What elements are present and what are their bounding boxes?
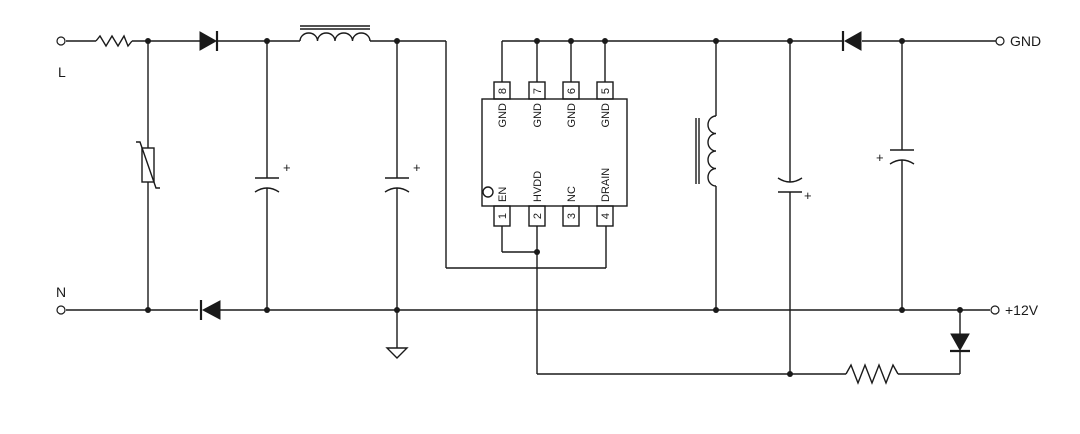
pin-6-number: 6 [566, 88, 578, 94]
label-N: N [56, 284, 66, 300]
pin-2-number: 2 [532, 213, 544, 219]
cap4-plus: + [876, 150, 884, 165]
pin-5-number: 5 [600, 88, 612, 94]
pin-5-name: GND [600, 103, 612, 128]
terminal-GND [995, 36, 1005, 46]
ground-symbol [385, 310, 409, 359]
zener-diode [950, 333, 970, 353]
pin-8-number: 8 [497, 88, 509, 94]
label-12V: +12V [1005, 302, 1039, 318]
terminal-L [56, 36, 66, 46]
filter-inductor [299, 25, 371, 42]
terminal-N [56, 305, 66, 315]
ic-chip [481, 98, 628, 207]
input-capacitor-2 [384, 41, 410, 310]
pin-4-name: DRAIN [600, 168, 612, 202]
ic-top-pins [493, 41, 614, 100]
pin-8-name: GND [497, 103, 509, 128]
feedback-resistor [845, 363, 899, 385]
cap1-plus: + [283, 160, 291, 175]
pin-2-name: HVDD [532, 171, 544, 202]
varistor [136, 41, 160, 310]
output-diode [841, 31, 862, 51]
feedback-wire [537, 310, 961, 375]
output-inductor [695, 41, 717, 310]
pin-1-name: EN [497, 187, 509, 202]
top-wire-left [66, 40, 607, 269]
cap2-plus: + [413, 160, 421, 175]
label-L: L [58, 64, 66, 80]
input-capacitor-1 [254, 41, 280, 310]
cap3-plus: + [804, 188, 812, 203]
ic-bottom-pins [493, 205, 614, 374]
pin-7-name: GND [532, 103, 544, 128]
junction-dots [145, 38, 963, 377]
top-rectifier-diode [199, 31, 219, 51]
pin-7-number: 7 [532, 88, 544, 94]
label-GND: GND [1010, 33, 1041, 49]
output-capacitor-2 [889, 41, 915, 310]
pin-6-name: GND [566, 103, 578, 128]
input-resistor [95, 34, 133, 48]
pin-3-name: NC [566, 186, 578, 202]
pin-1-number: 1 [497, 213, 509, 219]
pin-4-number: 4 [600, 213, 612, 219]
pin-3-number: 3 [566, 213, 578, 219]
terminal-12V [990, 305, 1000, 315]
bottom-rectifier-diode [199, 300, 221, 320]
output-capacitor-1 [777, 41, 803, 374]
